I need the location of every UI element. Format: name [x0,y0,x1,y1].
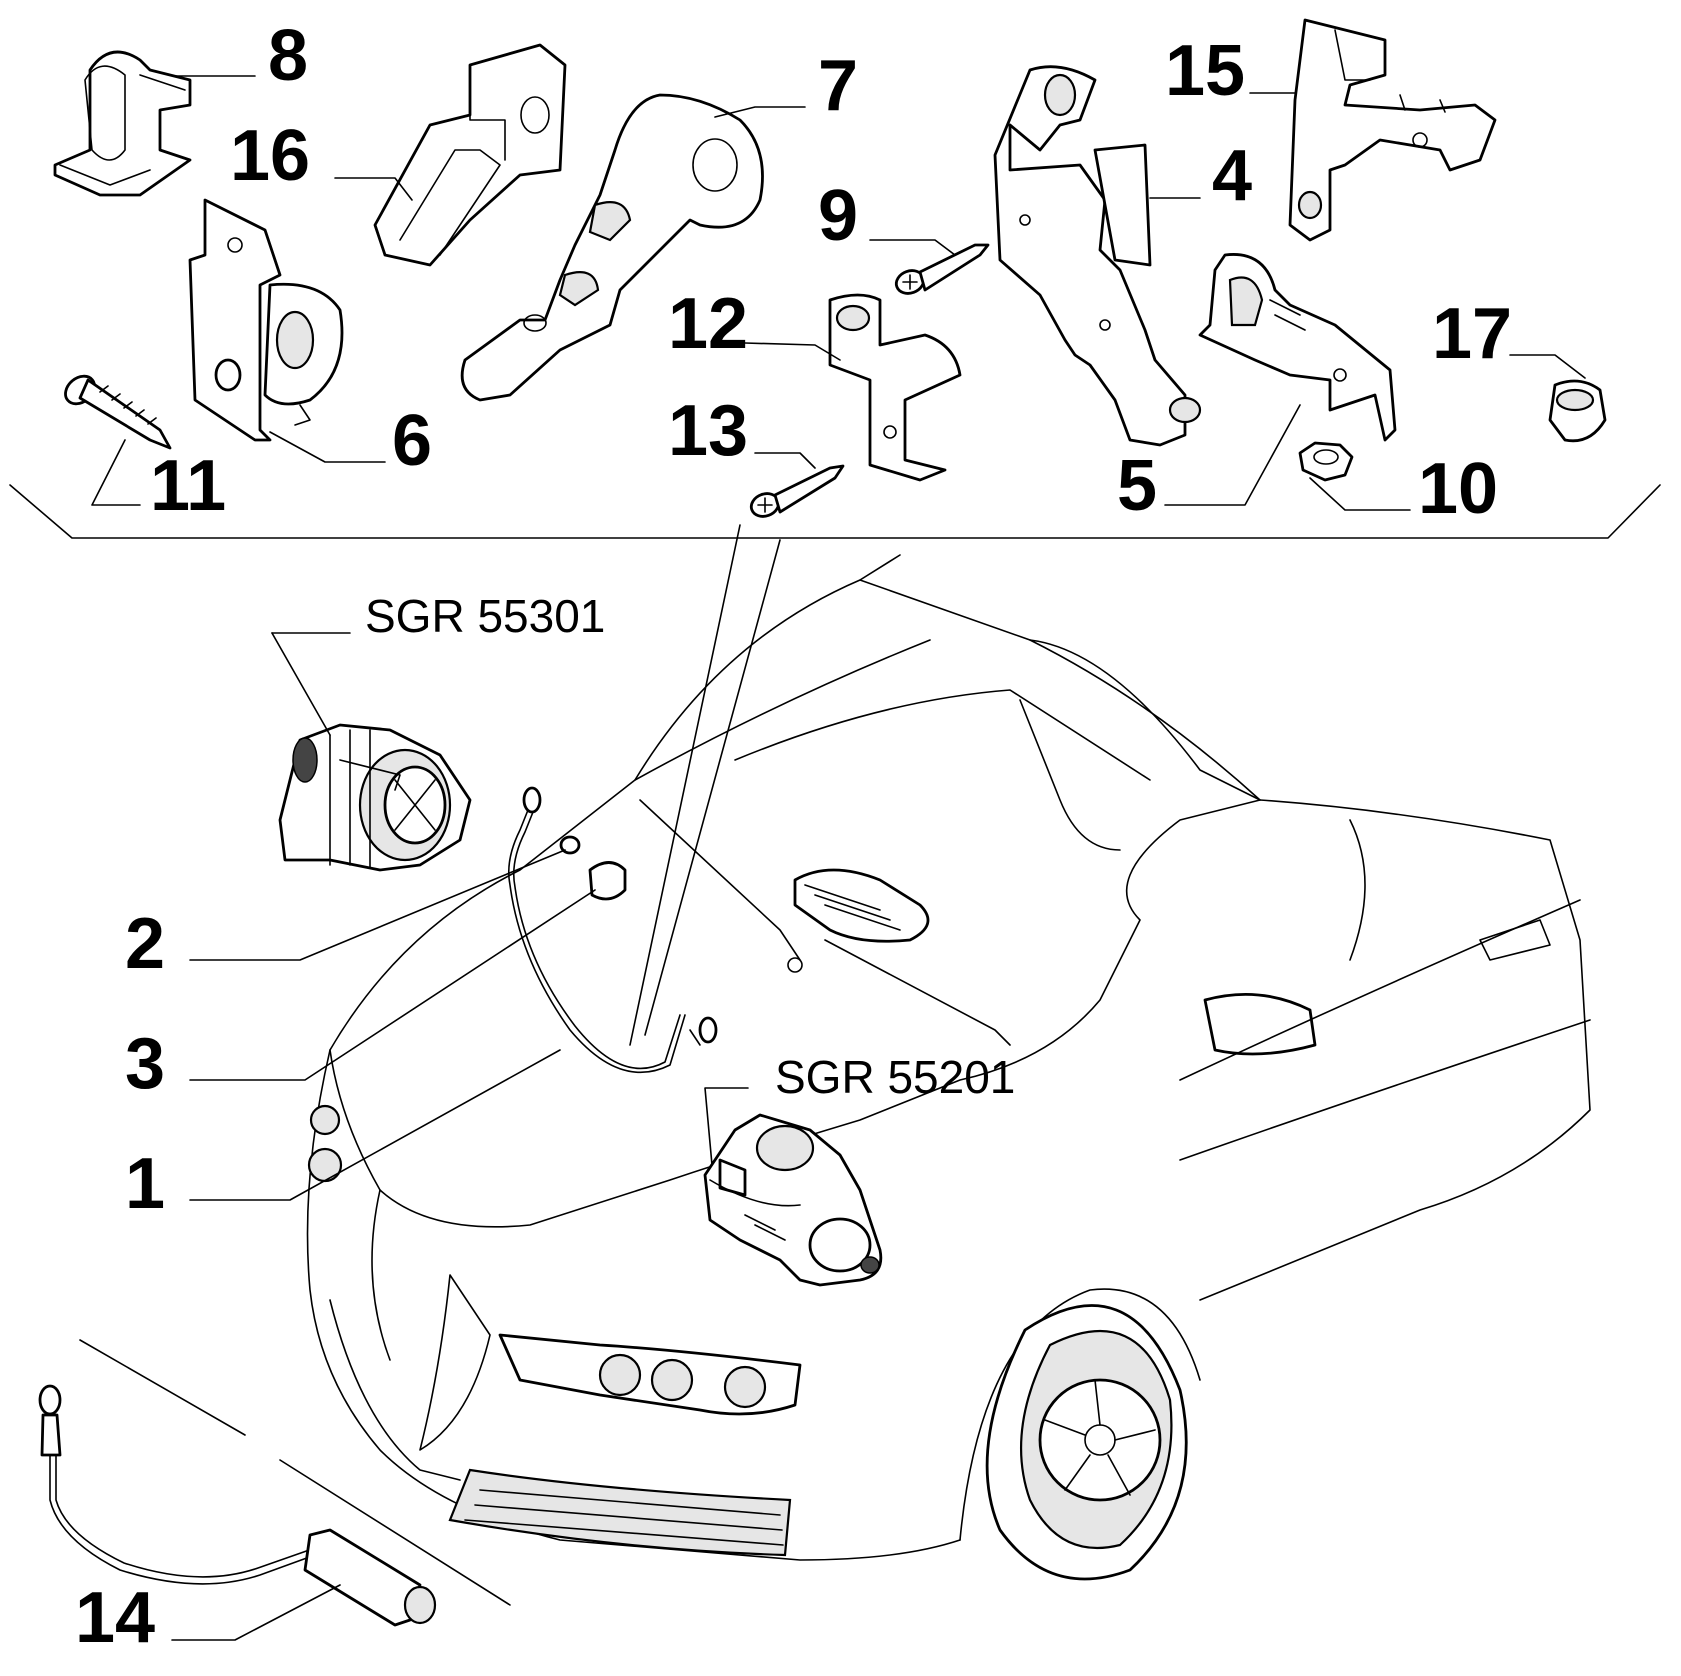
callout-10: 10 [1418,449,1498,529]
callout-11: 11 [150,446,226,526]
screw-icon [749,464,845,518]
starter-motor-icon [703,1113,883,1287]
callout-1: 1 [125,1144,165,1224]
grommet-icon [1548,379,1607,443]
callout-3: 3 [125,1024,165,1104]
cap-icon [373,43,567,267]
callout-16: 16 [230,116,310,196]
callout-2: 2 [125,904,165,984]
callout-6: 6 [392,401,432,481]
nut-icon [559,835,581,855]
ring-bracket-icon [828,293,962,482]
callout-7: 7 [818,46,858,126]
car-front-icon [79,554,1591,1606]
long-bracket-icon [460,93,764,402]
alternator-icon [278,723,472,872]
bracket-icon [188,198,344,442]
angle-bracket-icon [1288,18,1497,242]
screw-icon [894,243,990,295]
clip-bracket-icon [1198,253,1397,442]
callout-5: 5 [1117,446,1157,526]
callout-17: 17 [1432,294,1512,374]
ref-starter: SGR 55201 [775,1051,1015,1103]
cable-bracket-icon [993,65,1202,447]
callout-14: 14 [75,1578,155,1658]
nut-icon [1298,441,1354,482]
ground-cable-icon [38,1384,437,1627]
callout-12: 12 [668,284,748,364]
clip-icon [53,50,192,197]
screw-icon [64,374,172,450]
cable-icon [507,786,718,1074]
callout-9: 9 [818,176,858,256]
leader-lines [629,524,781,1046]
ref-alternator: SGR 55301 [365,590,605,642]
callout-4: 4 [1212,136,1252,216]
callout-13: 13 [668,391,748,471]
parts-panel-frame [9,484,1661,539]
callout-15: 15 [1165,31,1245,111]
cap-icon [588,861,627,901]
callout-8: 8 [268,16,308,96]
